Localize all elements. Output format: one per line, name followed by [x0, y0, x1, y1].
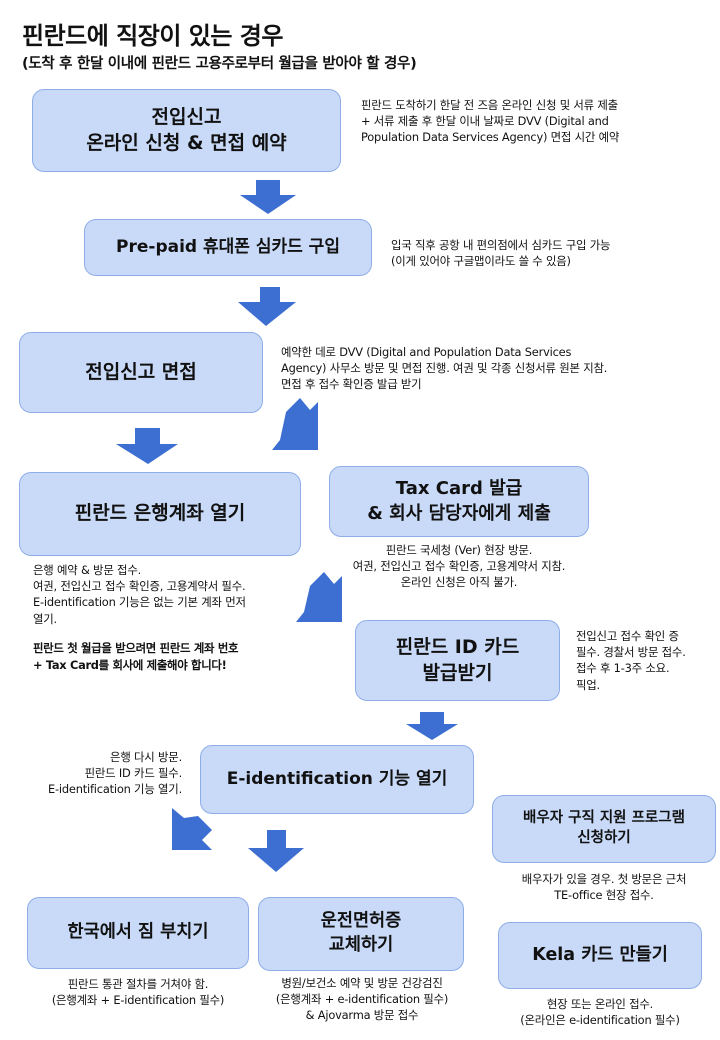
note-idcard: 전입신고 접수 확인 증 필수. 경찰서 방문 접수. 접수 후 1-3주 소요…	[576, 629, 686, 692]
arrow-down-icon	[116, 428, 178, 464]
note-spouse: 배우자가 있을 경우. 첫 방문은 근처 TE-office 현장 접수.	[521, 872, 687, 903]
step-eid: E-identification 기능 열기	[200, 745, 474, 814]
step-taxcard: Tax Card 발급 & 회사 담당자에게 제출	[329, 466, 589, 537]
step-idcard: 핀란드 ID 카드 발급받기	[355, 620, 560, 701]
step-shipping: 한국에서 짐 부치기	[27, 897, 249, 969]
page-subtitle: (도착 후 한달 이내에 핀란드 고용주로부터 월급을 받아야 할 경우)	[22, 56, 417, 72]
arrow-down-icon	[240, 180, 296, 214]
note-simcard: 입국 직후 공항 내 편의점에서 심카드 구입 가능 (이게 있어야 구글맵이라…	[391, 238, 611, 269]
step-kela: Kela 카드 만들기	[498, 922, 702, 989]
note-bank: 은행 예약 & 방문 접수. 여권, 전입신고 접수 확인증, 고용계약서 필수…	[33, 563, 246, 626]
arrow-down-icon	[238, 287, 296, 326]
arrow-down-icon	[248, 830, 304, 872]
arrow-down-right-icon	[296, 572, 342, 622]
note-shipping: 핀란드 통관 절차를 거쳐야 함. (은행계좌 + E-identificati…	[51, 977, 225, 1008]
note-eid: 은행 다시 방문. 핀란드 ID 카드 필수. E-identification…	[48, 750, 182, 797]
step-license: 운전면허증 교체하기	[258, 897, 464, 971]
arrow-down-left-icon	[172, 808, 212, 850]
step-bank: 핀란드 은행계좌 열기	[19, 472, 301, 556]
note-taxcard: 핀란드 국세청 (Ver) 현장 방문. 여권, 전입신고 접수 확인증, 고용…	[352, 543, 566, 590]
warning-note: 핀란드 첫 월급을 받으려면 핀란드 계좌 번호 + Tax Card를 회사에…	[33, 641, 239, 673]
page-title: 핀란드에 직장이 있는 경우	[22, 22, 283, 50]
step-spouse: 배우자 구직 지원 프로그램 신청하기	[492, 795, 716, 863]
arrow-down-right-icon	[272, 398, 318, 450]
note-license: 병원/보건소 예약 및 방문 건강검진 (은행계좌 + e-identifica…	[275, 976, 449, 1023]
step-registration: 전입신고 온라인 신청 & 면접 예약	[32, 89, 341, 172]
arrow-down-icon	[406, 712, 458, 740]
note-interview: 예약한 데로 DVV (Digital and Population Data …	[281, 345, 608, 392]
step-simcard: Pre-paid 휴대폰 심카드 구입	[84, 219, 372, 276]
note-registration: 핀란드 도착하기 한달 전 즈음 온라인 신청 및 서류 제출 + 서류 제출 …	[361, 98, 620, 145]
step-interview: 전입신고 면접	[19, 332, 263, 413]
note-kela: 현장 또는 온라인 접수. (온라인은 e-identification 필수)	[520, 997, 680, 1028]
